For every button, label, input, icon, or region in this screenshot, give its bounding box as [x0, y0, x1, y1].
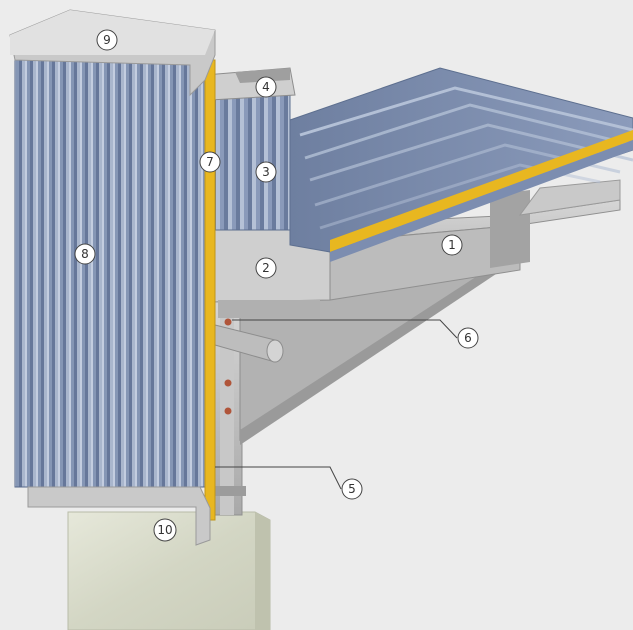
callouts: 1 2 3 4 5 6 7 8 9 10: [74, 29, 479, 542]
callout-label: 8: [81, 247, 89, 261]
bolt: [224, 407, 232, 415]
callout-1: 1: [441, 234, 463, 256]
callout-label: 1: [448, 238, 456, 252]
bolts: [224, 318, 232, 415]
outer-wall-panel: [14, 59, 216, 521]
callout-circle: [441, 234, 463, 256]
callout-circle: [96, 29, 118, 51]
roof-insulation: [330, 130, 633, 252]
callout-3: 3: [255, 161, 277, 183]
callout-circle: [74, 243, 96, 265]
callout-label: 2: [262, 261, 270, 275]
callout-2: 2: [255, 257, 277, 279]
concrete-column: [67, 511, 271, 630]
base-flashing: [27, 486, 211, 546]
callout-8: 8: [74, 243, 96, 265]
callout-9: 9: [96, 29, 118, 51]
leader-line-5: [215, 466, 342, 490]
roof-panel: [289, 67, 633, 262]
ridge-cap: [204, 67, 296, 101]
callout-circle: [199, 151, 221, 173]
bolt: [224, 379, 232, 387]
leader-line-6: [232, 319, 458, 339]
callout-label: 6: [464, 331, 472, 345]
callout-label: 5: [348, 482, 356, 496]
callout-label: 3: [262, 165, 270, 179]
wall-insulation: [204, 59, 216, 521]
callout-circle: [341, 478, 363, 500]
callout-circle: [255, 257, 277, 279]
callout-label: 7: [206, 155, 214, 169]
gutter-pipe: [214, 324, 284, 363]
inner-wall-panel: [214, 94, 291, 231]
callout-label: 10: [157, 523, 172, 537]
callout-label: 4: [262, 80, 270, 94]
callout-circle: [255, 161, 277, 183]
callout-circle: [153, 518, 177, 542]
leader-lines: [215, 319, 458, 490]
callout-6: 6: [457, 327, 479, 349]
callout-4: 4: [255, 76, 277, 98]
callout-10: 10: [153, 518, 177, 542]
callout-circle: [255, 76, 277, 98]
callout-circle: [457, 327, 479, 349]
callout-7: 7: [199, 151, 221, 173]
callout-label: 9: [103, 33, 111, 47]
bolt: [224, 318, 232, 326]
callout-5: 5: [341, 478, 363, 500]
